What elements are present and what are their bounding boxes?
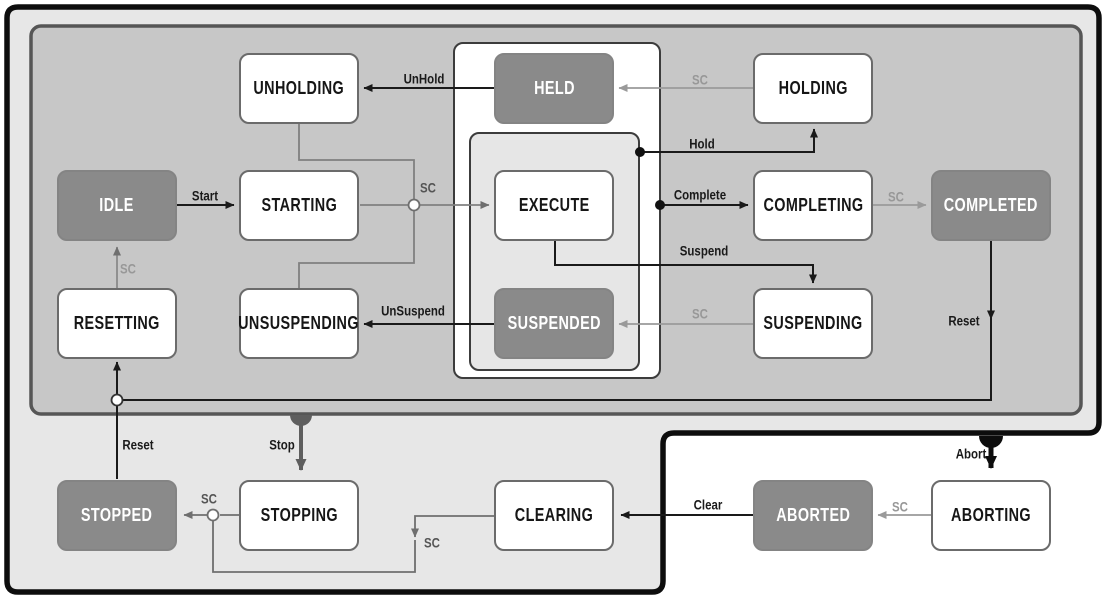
state-execute: EXECUTE xyxy=(494,170,614,241)
state-resetting: RESETTING xyxy=(57,288,177,359)
label-unhold: UnHold xyxy=(403,71,445,87)
label-sc-completing: SC xyxy=(888,189,904,205)
label-suspend: Suspend xyxy=(679,243,729,259)
label-hold: Hold xyxy=(689,136,715,152)
edge-sc-junction-execute xyxy=(298,124,490,288)
label-sc-suspending: SC xyxy=(692,306,708,322)
label-reset-stopped: Reset xyxy=(122,437,154,453)
edge-sc-clearing-stopped xyxy=(206,508,494,573)
edge-suspend xyxy=(554,241,817,284)
state-starting: STARTING xyxy=(239,170,359,241)
label-start: Start xyxy=(191,188,219,204)
label-abort: Abort xyxy=(955,446,987,462)
state-aborting: ABORTING xyxy=(931,480,1051,551)
edge-hold xyxy=(635,128,818,157)
state-suspended: SUSPENDED xyxy=(494,288,614,359)
label-sc-stopping: SC xyxy=(201,491,217,507)
label-sc-holding-held: SC xyxy=(692,72,708,88)
state-holding: HOLDING xyxy=(753,53,873,124)
state-aborted: ABORTED xyxy=(753,480,873,551)
label-complete: Complete xyxy=(673,187,727,203)
edge-abort xyxy=(979,436,1003,469)
reset-junction-node xyxy=(110,393,124,407)
edge-complete xyxy=(655,200,749,210)
state-suspending: SUSPENDING xyxy=(753,288,873,359)
edge-reset-completed-resetting xyxy=(113,241,995,401)
label-sc-resetting: SC xyxy=(120,261,136,277)
state-completing: COMPLETING xyxy=(753,170,873,241)
state-clearing: CLEARING xyxy=(494,480,614,551)
label-sc-clearing: SC xyxy=(424,535,440,551)
label-sc-aborting: SC xyxy=(892,499,908,515)
state-stopped: STOPPED xyxy=(57,480,177,551)
state-idle: IDLE xyxy=(57,170,177,241)
label-reset-completed: Reset xyxy=(948,313,980,329)
stopped-junction-node xyxy=(206,508,220,522)
label-stop: Stop xyxy=(269,437,295,453)
state-unholding: UNHOLDING xyxy=(239,53,359,124)
edge-reset-stopped xyxy=(110,393,124,479)
label-sc-junction: SC xyxy=(420,180,436,196)
state-completed: COMPLETED xyxy=(931,170,1051,241)
state-held: HELD xyxy=(494,53,614,124)
edge-stop xyxy=(290,415,312,471)
state-stopping: STOPPING xyxy=(239,480,359,551)
sc-junction-node xyxy=(407,198,421,212)
label-clear: Clear xyxy=(693,497,723,513)
label-unsuspend: UnSuspend xyxy=(381,303,445,319)
state-unsuspending: UNSUSPENDING xyxy=(239,288,359,359)
